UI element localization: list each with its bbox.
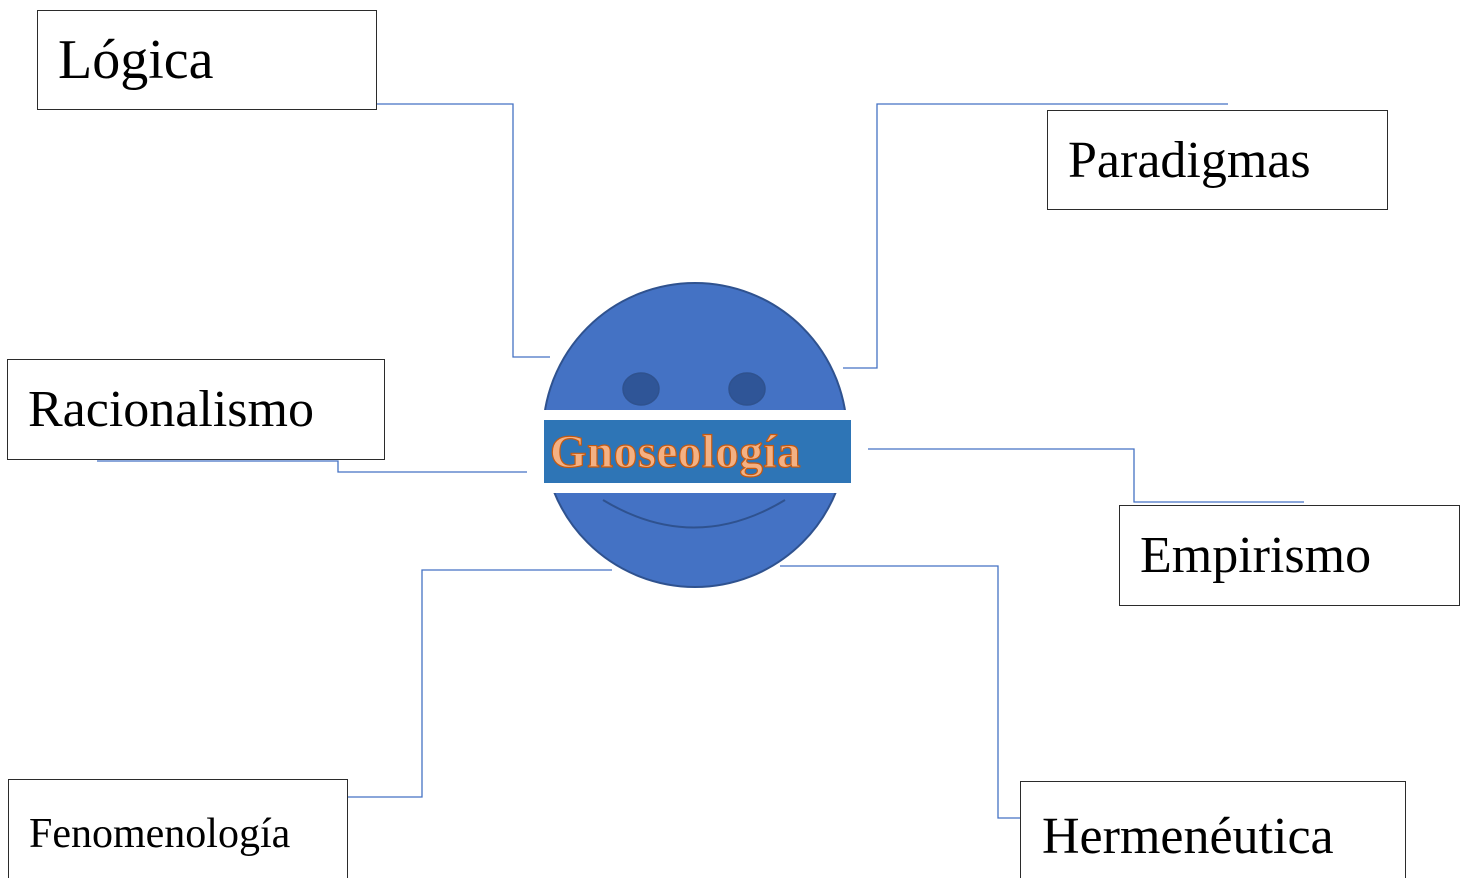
node-label-empirismo: Empirismo xyxy=(1140,527,1372,584)
node-hermeneutica: Hermenéutica xyxy=(1020,781,1406,878)
connector-paradigmas xyxy=(843,103,1228,369)
left-eye xyxy=(622,372,660,406)
node-logica: Lógica xyxy=(37,10,377,110)
center-title: Gnoseología xyxy=(549,425,801,478)
connector-racionalismo xyxy=(97,460,529,473)
node-fenomenologia: Fenomenología xyxy=(8,779,348,878)
connector-logica xyxy=(377,103,550,358)
center-title-box: Gnoseología xyxy=(542,418,853,485)
node-racionalismo: Racionalismo xyxy=(7,359,385,460)
node-label-fenomenologia: Fenomenología xyxy=(29,811,291,857)
node-label-hermeneutica: Hermenéutica xyxy=(1042,807,1334,865)
node-empirismo: Empirismo xyxy=(1119,505,1460,606)
node-label-logica: Lógica xyxy=(58,29,214,91)
node-paradigmas: Paradigmas xyxy=(1047,110,1388,210)
node-label-racionalismo: Racionalismo xyxy=(28,381,314,438)
connector-hermeneutica xyxy=(780,565,1020,819)
connector-empirismo xyxy=(868,448,1304,503)
smile-mouth xyxy=(602,499,786,529)
right-eye xyxy=(728,372,766,406)
connector-fenomenologia xyxy=(348,569,612,798)
node-label-paradigmas: Paradigmas xyxy=(1068,131,1311,189)
